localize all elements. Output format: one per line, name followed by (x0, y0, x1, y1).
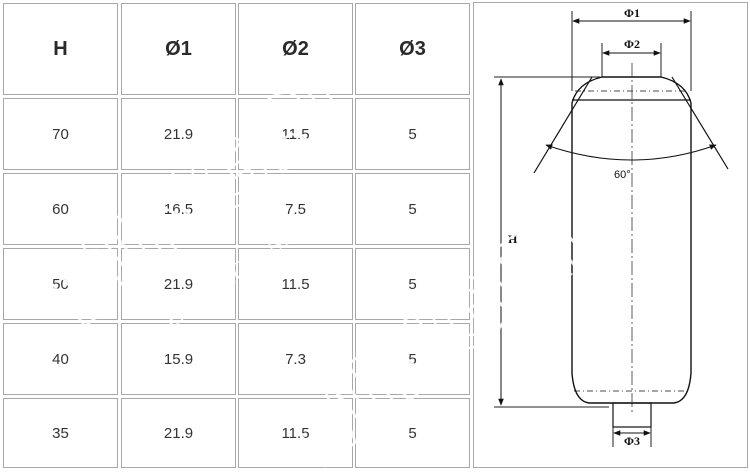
table-cell-r2-d3: 5 (355, 173, 470, 245)
table-cell-r4-d3: 5 (355, 323, 470, 395)
table-cell-r2-h: 60 (3, 173, 118, 245)
table-cell-r1-d3: 5 (355, 98, 470, 170)
angle-label: 60° (614, 169, 631, 181)
table-cell-r3-d2: 11.5 (238, 248, 353, 320)
table-cell-r4-d2: 7.3 (238, 323, 353, 395)
header-d2: Ø2 (238, 3, 353, 95)
table-cell-r3-d1: 21.9 (121, 248, 236, 320)
header-d1: Ø1 (121, 3, 236, 95)
technical-drawing: Φ1 Φ2 Φ3 H (473, 2, 748, 468)
table-cell-r2-d2: 7.5 (238, 173, 353, 245)
phi2-label: Φ2 (624, 37, 640, 51)
phi1-label: Φ1 (624, 6, 640, 20)
angle-line-left (533, 76, 593, 174)
height-label: H (508, 232, 518, 246)
header-h: H (3, 3, 118, 95)
angle-line-right (671, 76, 729, 170)
phi3-label: Φ3 (624, 434, 640, 448)
table-cell-r1-d2: 11.5 (238, 98, 353, 170)
cartridge-outline (571, 76, 692, 404)
header-d3: Ø3 (355, 3, 470, 95)
drawing-svg: Φ1 Φ2 Φ3 H (494, 6, 729, 448)
table-cell-r3-h: 50 (3, 248, 118, 320)
table-cell-r4-d1: 15.9 (121, 323, 236, 395)
table-cell-r1-h: 70 (3, 98, 118, 170)
table-cell-r2-d1: 16.5 (121, 173, 236, 245)
table-cell-r5-d1: 21.9 (121, 398, 236, 468)
table-cell-r4-h: 40 (3, 323, 118, 395)
table-cell-r5-d2: 11.5 (238, 398, 353, 468)
table-cell-r1-d1: 21.9 (121, 98, 236, 170)
table-cell-r5-h: 35 (3, 398, 118, 468)
table-cell-r3-d3: 5 (355, 248, 470, 320)
angle-arc (545, 144, 717, 161)
table-cell-r5-d3: 5 (355, 398, 470, 468)
